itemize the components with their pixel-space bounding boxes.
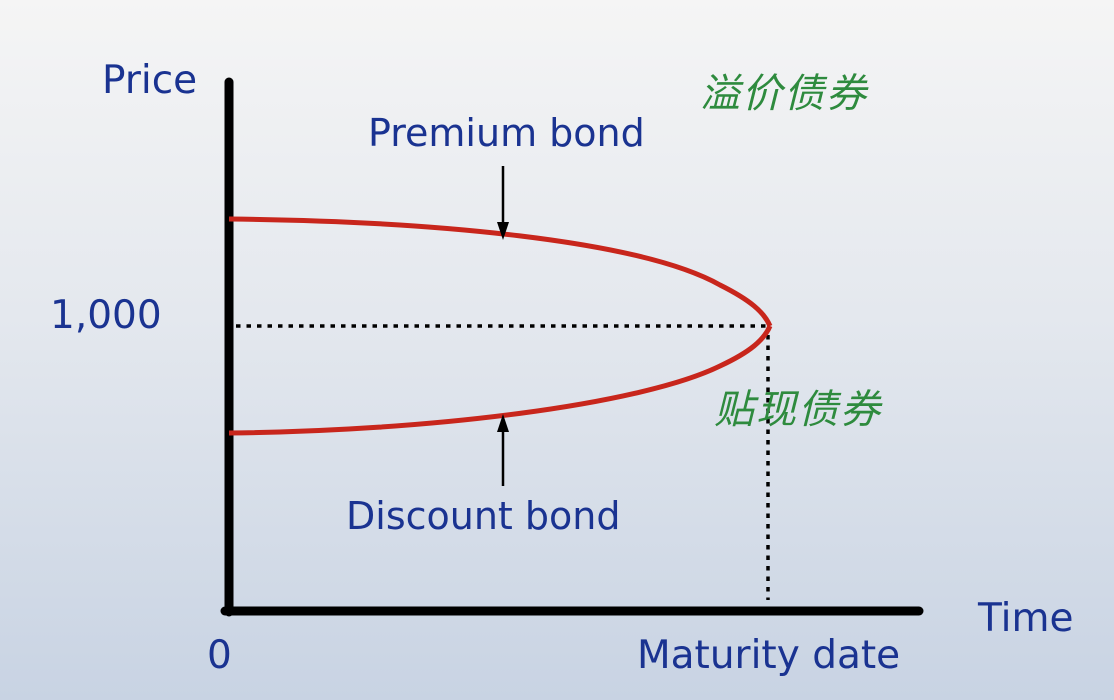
discount-bond-label: Discount bond	[346, 494, 621, 538]
discount-bond-curve	[228, 324, 773, 436]
handwritten-premium-note: 溢价债券	[700, 71, 868, 117]
maturity-date-label: Maturity date	[637, 633, 901, 678]
premium-bond-curve	[228, 216, 773, 328]
premium-bond-label: Premium bond	[368, 111, 645, 155]
y-axis-label: Price	[102, 58, 198, 103]
premium-arrow-head	[497, 222, 509, 240]
x-axis-label: Time	[978, 596, 1074, 641]
x-origin-label: 0	[207, 633, 232, 678]
discount-arrow-head	[497, 414, 509, 432]
handwritten-discount-note: 贴现债券	[714, 387, 882, 433]
par-value-label: 1,000	[50, 293, 162, 338]
